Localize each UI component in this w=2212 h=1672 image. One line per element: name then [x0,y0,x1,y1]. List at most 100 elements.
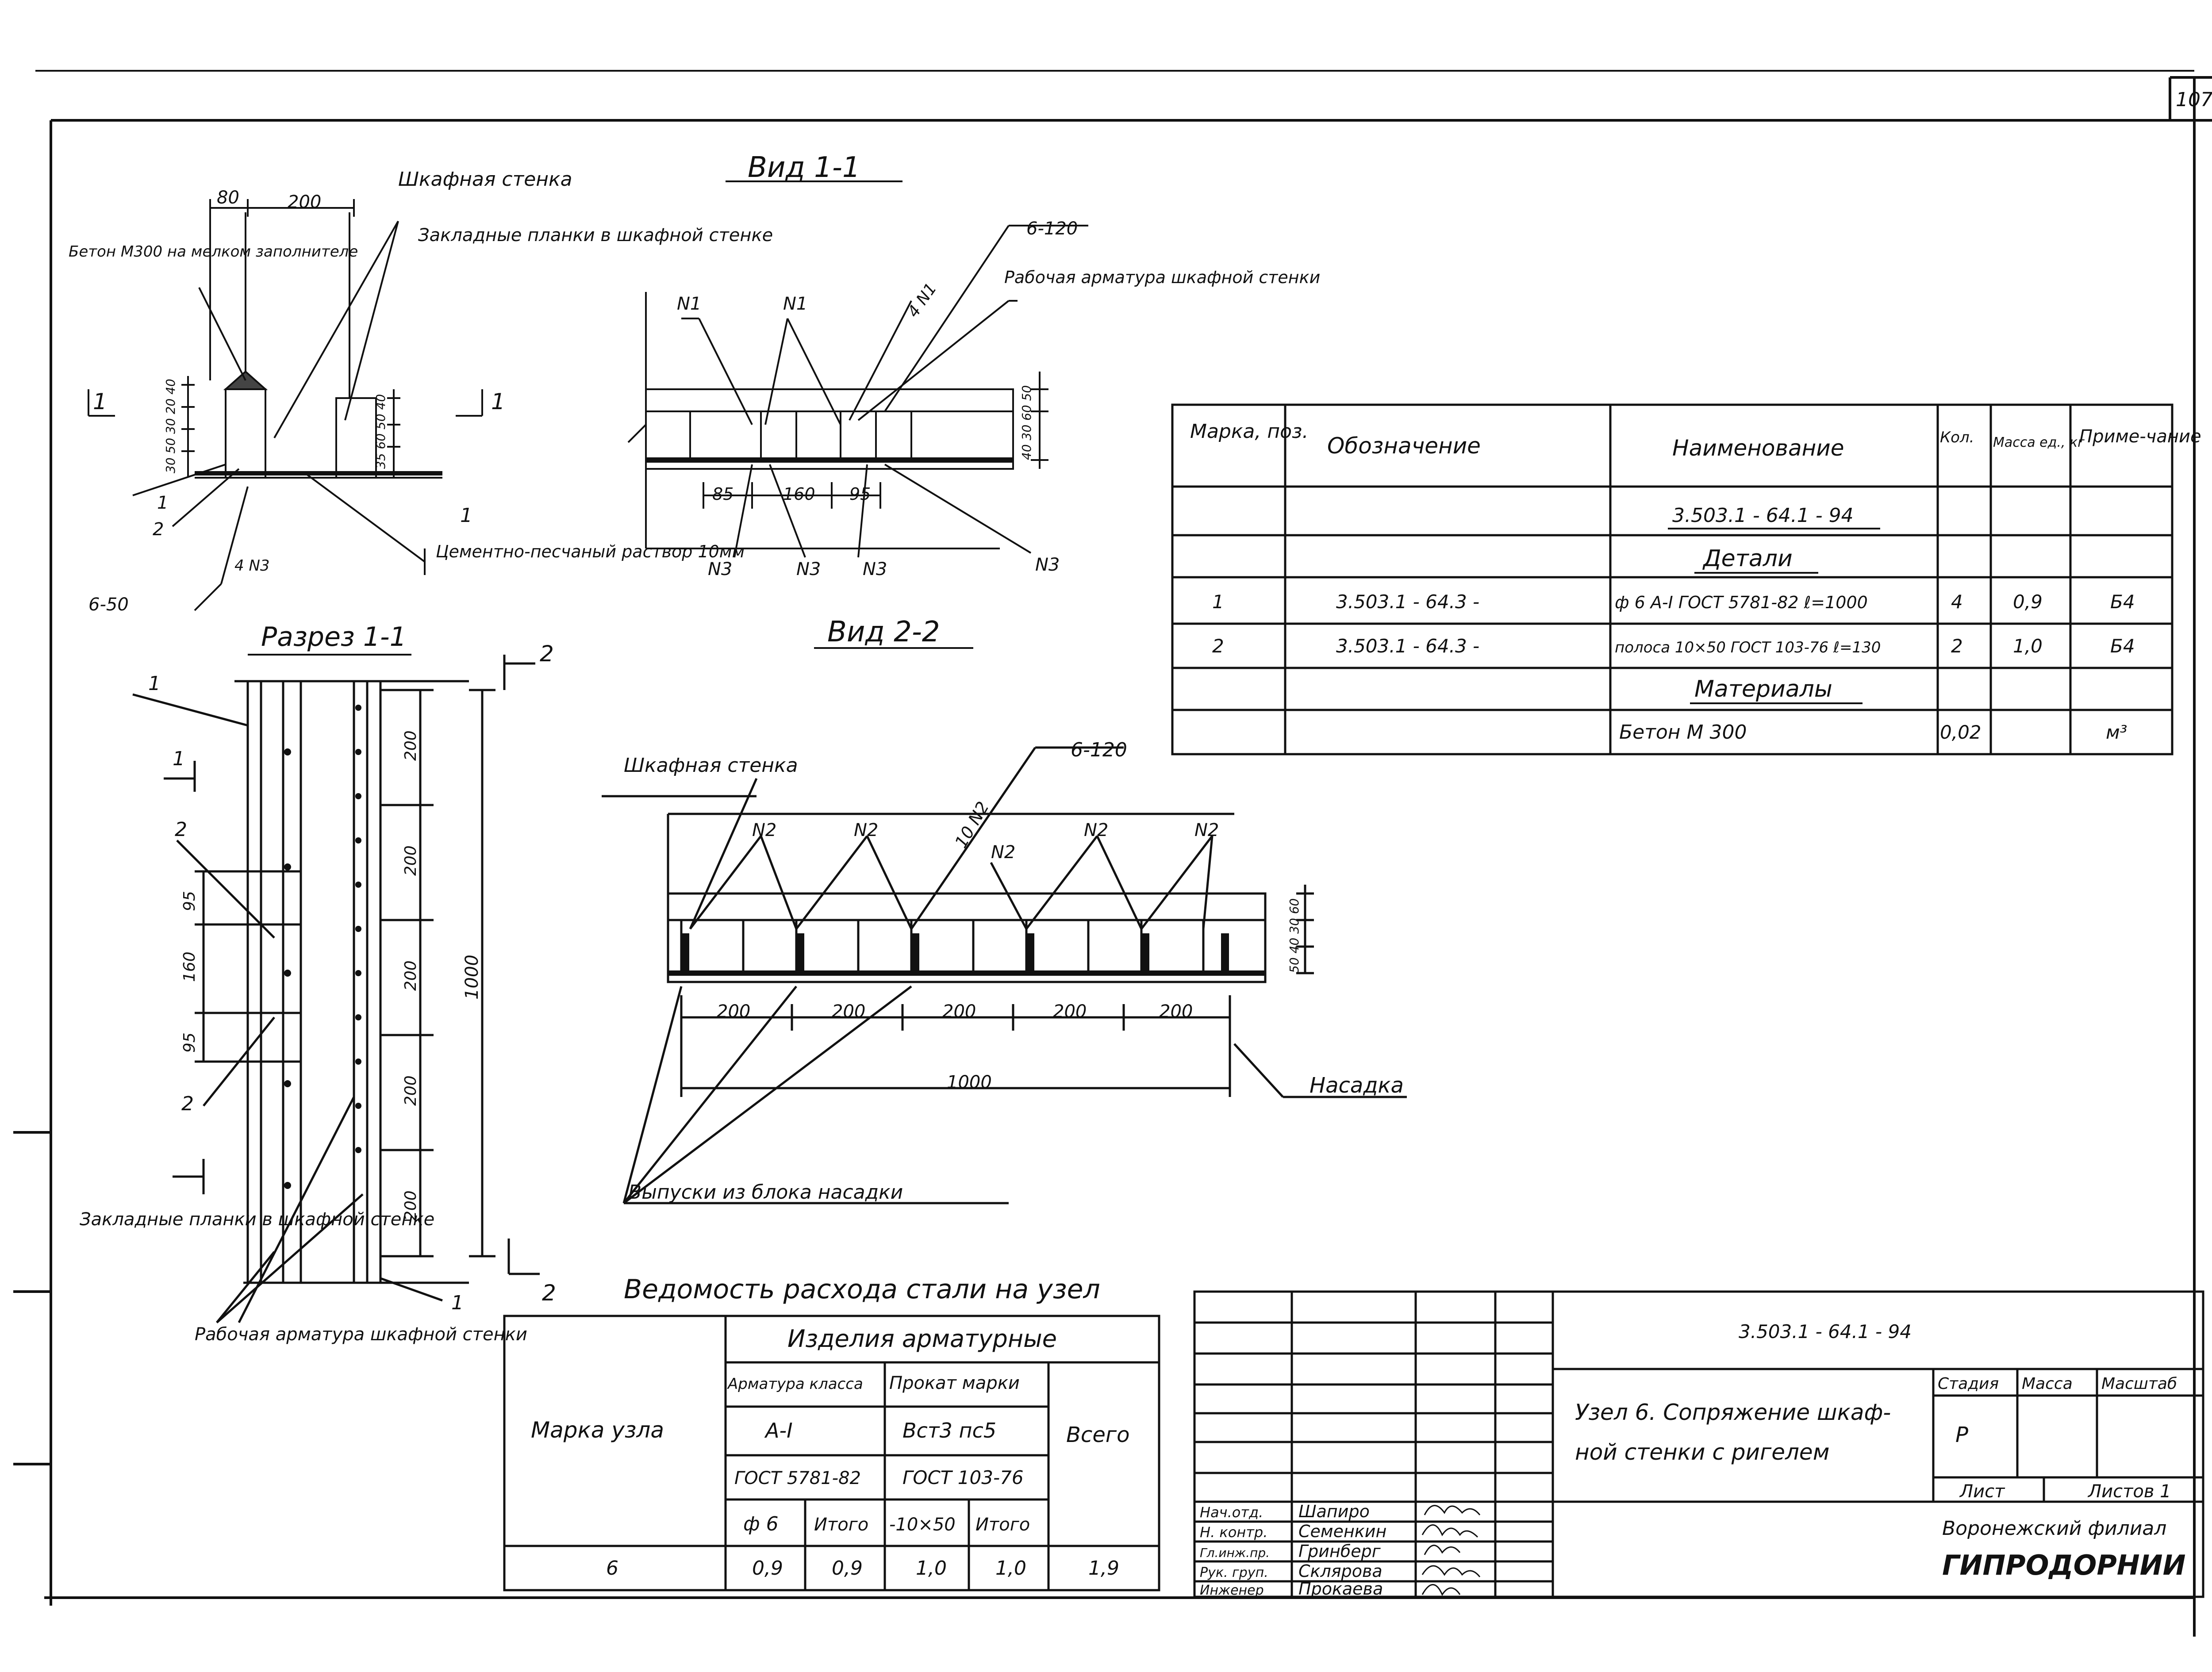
title-name-line1: Узел 6. Сопряжение шкаф- [1575,1400,1891,1425]
n3-label-a: N3 [708,559,732,579]
section-dim-200-5: 200 [402,1190,420,1221]
section-dim-95a: 95 [180,891,199,911]
v22-weld-marks [681,933,1229,973]
dims-vertical-right: 35 60 50 40 [373,394,388,469]
view-1-1-title: Вид 1-1 [748,151,860,184]
spec-row3-qty: 2 [1951,635,1963,657]
section-embedded-label: Закладные планки в шкафной стенке [80,1209,434,1230]
title-code: 3.503.1 - 64.1 - 94 [1739,1321,1912,1342]
section-1-1-drawing: Разрез 1-1 [80,621,556,1345]
spec-header-qty: Кол. [1940,429,1974,446]
view-2-2-title: Вид 2-2 [827,616,940,648]
embedded-dots [284,705,361,1189]
specification-table: Марка, поз. Обозначение Наименование Кол… [1171,403,2201,755]
staff-name-3: Гринберг [1298,1542,1381,1561]
steel-group-header: Изделия арматурные [787,1325,1057,1353]
view-1-1-drawing: Вид 1-1 [627,151,1320,579]
dims-right-v11: 40 30 60 50 [1019,385,1034,460]
section-dim-160: 160 [180,951,199,982]
steel-total-header: Всего [1066,1423,1129,1447]
n1-label-c: 4 N1 [904,280,941,321]
pos-1-label: 1 [157,493,168,513]
staff-role-4: Рук. груп. [1200,1565,1268,1580]
title-scale-header: Масштаб [2101,1375,2177,1393]
v22-vypuski-label: Выпуски из блока насадки [628,1181,903,1204]
steel-row-itogo2: 1,0 [995,1557,1026,1580]
v22-weld-label: 6-120 [1071,739,1127,761]
v22-dim-200-4: 200 [1053,1001,1087,1022]
spec-row3-mass: 1,0 [2013,635,2043,657]
section-1-1-title: Разрез 1-1 [261,621,407,652]
dim-200: 200 [288,192,321,212]
staff-name-1: Шапиро [1298,1502,1370,1521]
steel-rolled-value: Вст3 пс5 [902,1419,996,1442]
title-org-line2: ГИПРОДОРНИИ [1942,1549,2185,1581]
section-working-label: Рабочая арматура шкафной стенки [195,1324,527,1345]
section-dim-1000: 1000 [462,955,482,1000]
steel-rebar-class: Арматура класса [727,1375,863,1393]
mortar-label: Цементно-песчаный раствор 10мм [436,542,745,561]
steel-strip: -10×50 [889,1515,956,1535]
dim-85: 85 [712,484,733,504]
spec-row0-name: 3.503.1 - 64.1 - 94 [1672,504,1854,527]
staff-name-4: Склярова [1298,1561,1382,1581]
staff-name-5: Прокаева [1298,1579,1383,1599]
section-pos-2a: 2 [175,818,187,841]
spec-row5-name: Бетон М 300 [1619,721,1747,744]
spec-header-mark: Марка, поз. [1190,420,1308,443]
staff-role-2: Н. контр. [1200,1524,1267,1541]
pos-2-label: 2 [153,519,164,540]
steel-d6: ф 6 [743,1513,779,1535]
staff-role-3: Гл.инж.пр. [1200,1545,1270,1560]
steel-itogo2: Итого [975,1515,1030,1535]
spec-row2-mass: 0,9 [2013,591,2043,613]
v22-n2-4: N2 [991,842,1015,863]
spec-row3-designation: 3.503.1 - 64.3 - [1336,635,1479,657]
staff-role-1: Нач.отд. [1200,1504,1263,1521]
staff-role-5: Инженер [1200,1583,1264,1598]
spec-row4-name: Материалы [1694,676,1832,702]
v22-dim-200-1: 200 [717,1001,750,1022]
spec-row3-name: полоса 10×50 ГОСТ 103-76 ℓ=130 [1615,639,1881,656]
spec-row1-name: Детали [1702,545,1793,572]
n3-label: 4 N3 [234,557,270,575]
title-org-line1: Воронежский филиал [1942,1517,2166,1540]
pos-1-mortar: 1 [460,504,472,527]
section-dim-95b: 95 [180,1032,199,1053]
title-stage-header: Стадия [1938,1375,1999,1393]
concrete-label: Бетон М300 на мелком заполнителе [69,243,358,261]
cut-mark-1-right: 1 [491,389,505,414]
section-dim-200-1: 200 [402,730,420,761]
steel-rolled-mark: Прокат марки [889,1373,1020,1393]
v22-dim-200-2: 200 [832,1001,865,1022]
section-pos-1: 1 [148,672,161,695]
steel-row-itogo1: 0,9 [832,1557,863,1580]
dims-vertical-left: 30 50 30 20 40 [163,379,178,473]
v22-n2-1: N2 [752,820,776,840]
spec-header-mass: Масса ед., кг [1993,435,2085,450]
n3-label-c: N3 [863,559,887,579]
section-dim-200-2: 200 [402,845,420,876]
steel-table-title: Ведомость расхода стали на узел [624,1274,1100,1305]
section-pos-1-bottom: 1 [451,1292,464,1314]
n3-label-d: N3 [1035,555,1060,575]
steel-gost1: ГОСТ 5781-82 [734,1468,861,1488]
section-mark-2-bottom: 2 [542,1280,556,1306]
v22-n2-2: N2 [854,820,878,840]
v22-dim-1000: 1000 [947,1072,992,1093]
v22-n2-6: N2 [1194,820,1219,840]
spec-row2-designation: 3.503.1 - 64.3 - [1336,591,1479,613]
weld-label-left: 6-50 [88,594,129,615]
weld-label-v11: 6-120 [1026,219,1078,239]
spec-row5-qty: 0,02 [1940,721,1982,743]
cut-mark-1-left: 1 [93,389,107,414]
steel-table: Ведомость расхода стали на узел Марка уз… [503,1274,1160,1591]
spec-row3-mark: 2 [1212,635,1224,657]
spec-row2-qty: 4 [1951,591,1963,613]
staff-name-2: Семенкин [1298,1522,1386,1541]
spec-row3-note: Б4 [2110,635,2135,657]
section-dim-200-4: 200 [402,1075,420,1106]
v22-nasadka-label: Насадка [1310,1073,1404,1098]
v22-n2-5: N2 [1084,820,1108,840]
